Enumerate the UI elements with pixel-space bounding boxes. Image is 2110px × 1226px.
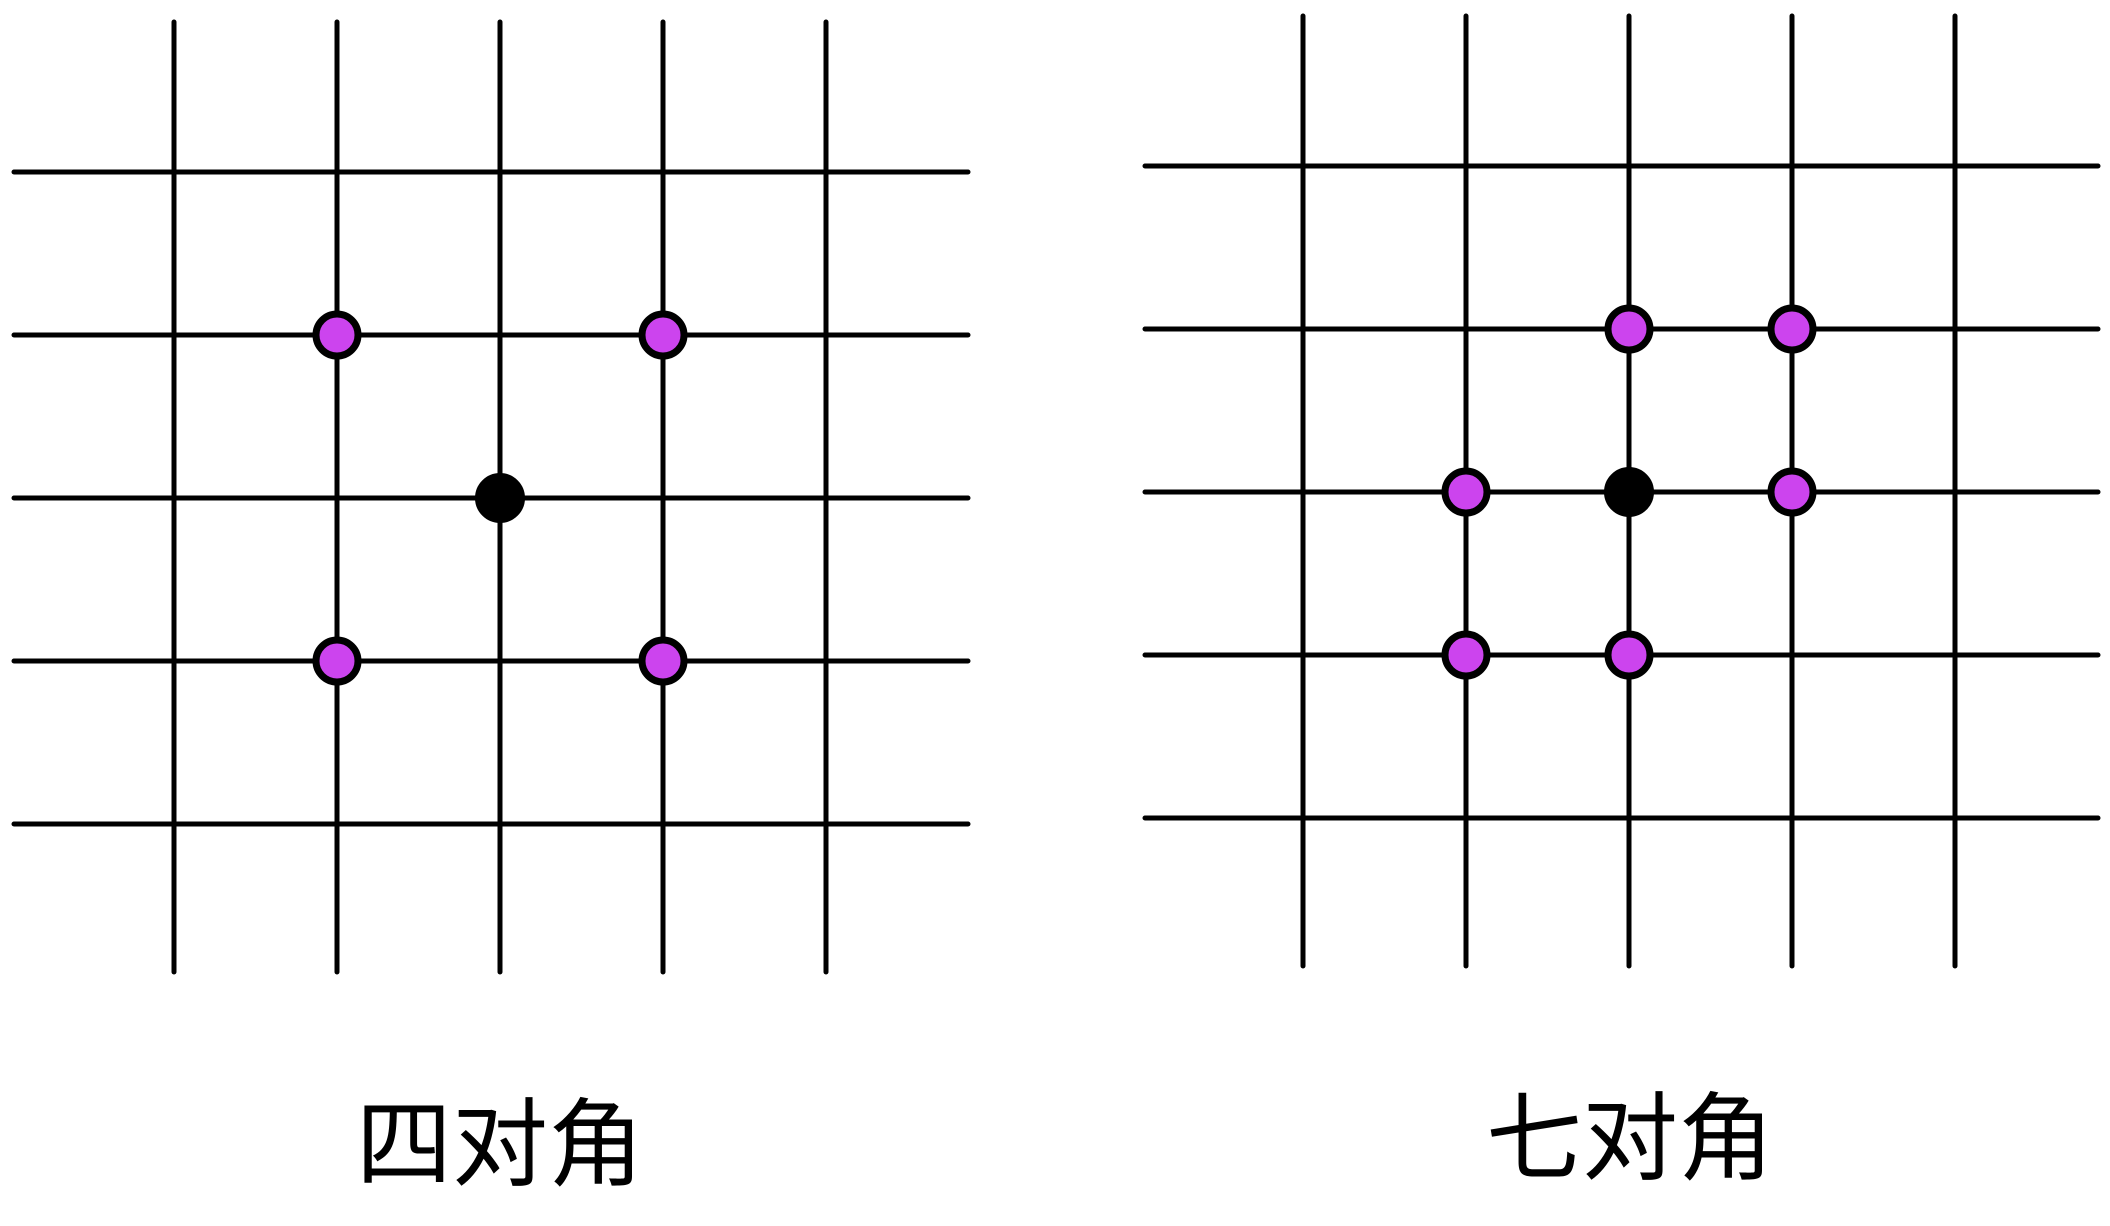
four-diagonal-caption: 四对角 (356, 1089, 644, 1201)
four-diagonal-points (312, 310, 688, 686)
seven-diagonal-points (1441, 304, 1817, 680)
seven-diagonal-neighbor-point-3 (1767, 467, 1817, 517)
seven-diagonal-neighbor-point-4 (1441, 630, 1491, 680)
seven-diagonal-center-point (1604, 467, 1654, 517)
seven-diagonal-neighbor-point-2 (1441, 467, 1491, 517)
four-diagonal-neighbor-point-1 (638, 310, 688, 360)
four-diagonal-neighbor-point-3 (638, 636, 688, 686)
seven-diagonal-neighbor-point-5 (1604, 630, 1654, 680)
seven-diagonal-diagram: 七对角 (1142, 13, 2101, 1195)
seven-diagonal-neighbor-point-1 (1767, 304, 1817, 354)
four-diagonal-center-point (475, 473, 525, 523)
four-diagonal-neighbor-point-2 (312, 636, 362, 686)
four-diagonal-diagram: 四对角 (11, 19, 971, 1201)
seven-diagonal-caption: 七对角 (1486, 1083, 1774, 1195)
seven-diagonal-neighbor-point-0 (1604, 304, 1654, 354)
four-diagonal-neighbor-point-0 (312, 310, 362, 360)
four-diagonal-grid (11, 19, 971, 975)
